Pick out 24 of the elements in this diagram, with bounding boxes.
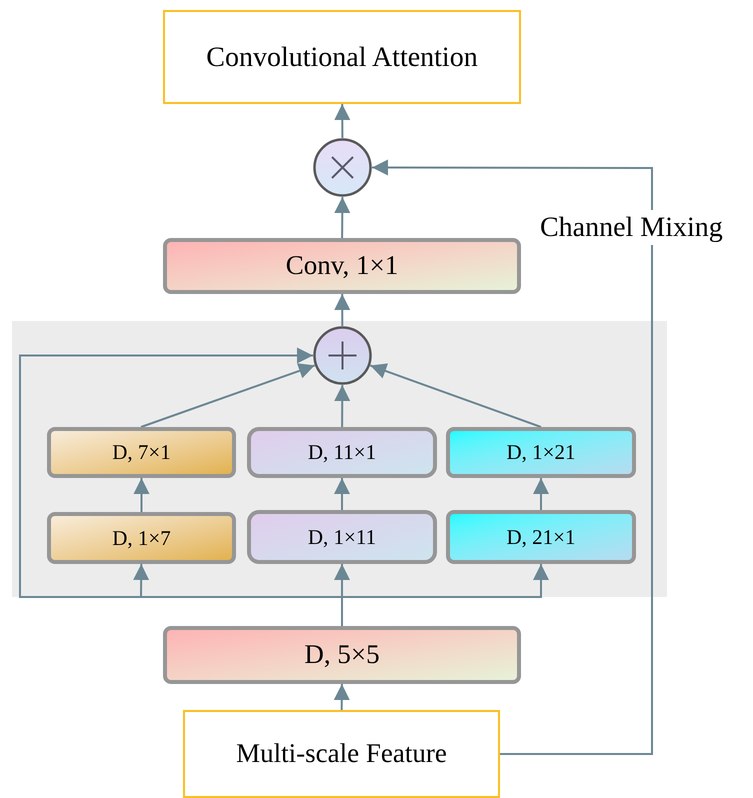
text-box: Convolutional Attention bbox=[163, 10, 521, 104]
arrow bbox=[334, 197, 350, 238]
text-box: Multi-scale Feature bbox=[183, 710, 500, 798]
arrow bbox=[334, 294, 350, 326]
arrow bbox=[334, 385, 350, 427]
layer-box: D, 7×1 bbox=[47, 427, 236, 478]
layer-box: Conv, 1×1 bbox=[163, 238, 521, 294]
arrow bbox=[372, 160, 653, 755]
layer-box: D, 1×21 bbox=[446, 427, 636, 478]
layer-box: D, 21×1 bbox=[446, 510, 636, 564]
layer-box: D, 5×5 bbox=[163, 626, 521, 684]
arrow bbox=[334, 684, 350, 710]
edge-label: Channel Mixing bbox=[538, 210, 725, 245]
arrow bbox=[334, 478, 350, 510]
layer-box: D, 11×1 bbox=[247, 427, 437, 478]
arrow bbox=[533, 478, 549, 510]
layer-box: D, 1×7 bbox=[47, 512, 236, 564]
arrow bbox=[334, 104, 350, 138]
multiply-operator bbox=[313, 138, 372, 197]
layer-box: D, 1×11 bbox=[247, 510, 437, 564]
arrow bbox=[370, 363, 542, 428]
add-operator bbox=[313, 326, 372, 385]
arrow bbox=[134, 478, 150, 512]
arrow bbox=[140, 363, 316, 428]
